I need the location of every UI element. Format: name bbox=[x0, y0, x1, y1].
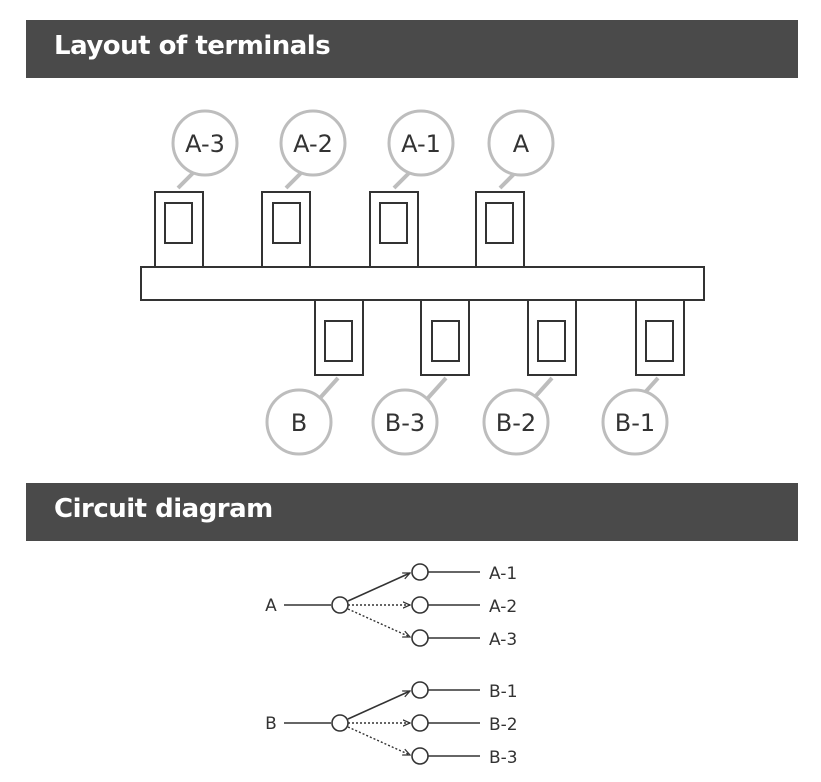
terminal-label: B bbox=[291, 409, 307, 437]
circuit-node bbox=[411, 596, 429, 614]
terminal-bottom-1: B bbox=[265, 299, 364, 456]
circuit-node bbox=[331, 714, 349, 732]
circuit-group-b: B B-1 B-2 B-3 bbox=[265, 681, 518, 768]
terminal-label: B-1 bbox=[615, 409, 655, 437]
circuit-input-label: A bbox=[265, 596, 277, 616]
circuit-node bbox=[411, 681, 429, 699]
terminal-top-3: A-1 bbox=[369, 109, 455, 268]
circuit-output-label: A-1 bbox=[489, 564, 517, 584]
circuit-output-label: B-3 bbox=[489, 748, 518, 768]
terminal-top-2: A-2 bbox=[261, 109, 347, 268]
terminal-bottom-4: B-1 bbox=[601, 299, 685, 456]
terminal-label: A-2 bbox=[293, 130, 333, 158]
circuit-node bbox=[331, 596, 349, 614]
terminal-top-1: A-3 bbox=[154, 109, 239, 268]
terminal-label: B-2 bbox=[496, 409, 536, 437]
terminal-label: A-3 bbox=[185, 130, 225, 158]
circuit-output-label: A-2 bbox=[489, 597, 517, 617]
terminal-label: A bbox=[513, 130, 530, 158]
terminal-top-4: A bbox=[475, 109, 555, 268]
terminal-bottom-2: B-3 bbox=[371, 299, 470, 456]
circuit-output-label: B-1 bbox=[489, 682, 518, 702]
terminal-label: B-3 bbox=[385, 409, 425, 437]
section-title-circuit: Circuit diagram bbox=[54, 494, 273, 524]
circuit-input-label: B bbox=[265, 714, 277, 734]
terminal-bottom-3: B-2 bbox=[482, 299, 577, 456]
bus-bar bbox=[140, 266, 705, 301]
circuit-node bbox=[411, 563, 429, 581]
section-banner-circuit: Circuit diagram bbox=[26, 483, 798, 541]
circuit-group-a: A A-1 A-2 A-3 bbox=[265, 563, 517, 650]
circuit-output-label: A-3 bbox=[489, 630, 517, 650]
circuit-output-label: B-2 bbox=[489, 715, 518, 735]
circuit-node bbox=[411, 629, 429, 647]
circuit-node bbox=[411, 714, 429, 732]
section-banner-layout: Layout of terminals bbox=[26, 20, 798, 78]
circuit-node bbox=[411, 747, 429, 765]
section-title-layout: Layout of terminals bbox=[54, 31, 331, 61]
terminal-label: A-1 bbox=[401, 130, 441, 158]
